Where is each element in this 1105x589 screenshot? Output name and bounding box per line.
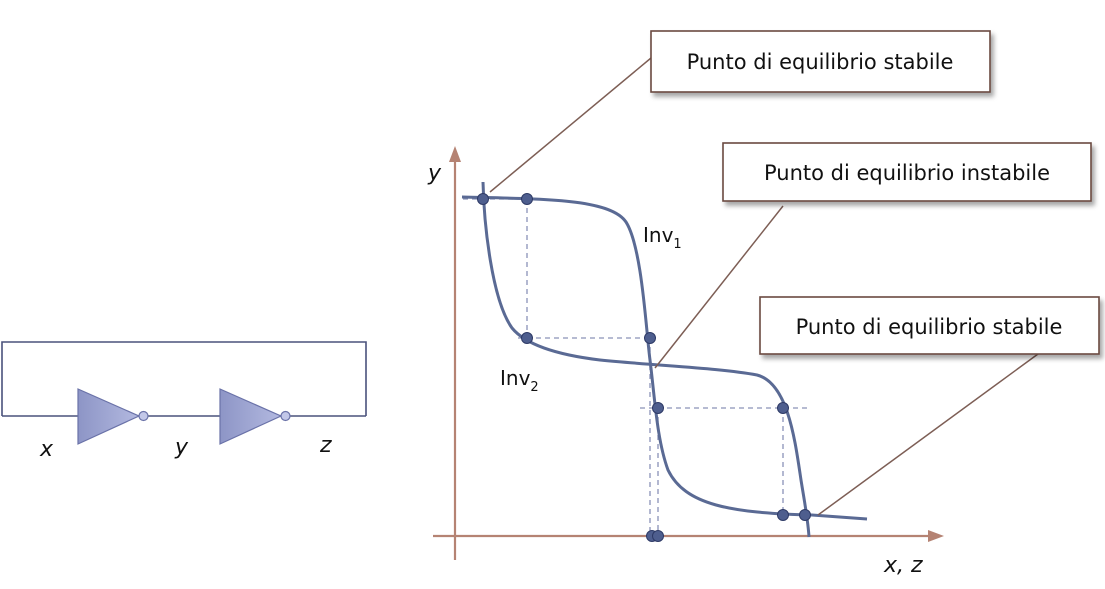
curve-label-inv1: Inv1 bbox=[643, 223, 682, 252]
signal-label-z: z bbox=[319, 433, 332, 458]
y-axis-arrow bbox=[449, 146, 461, 162]
signal-label-x: x bbox=[39, 437, 54, 462]
curve-label-inv2: Inv2 bbox=[500, 366, 539, 395]
curve-inv2 bbox=[481, 181, 811, 538]
transfer-characteristic-plot: y x, z bbox=[427, 146, 944, 578]
callout-stable-top-text: Punto di equilibrio stabile bbox=[687, 50, 954, 74]
x-axis-label: x, z bbox=[883, 553, 923, 578]
plot-axes: y x, z bbox=[427, 146, 944, 578]
inverter-loop-circuit: x y z bbox=[1, 341, 367, 462]
callout-stable-top: Punto di equilibrio stabile bbox=[650, 30, 991, 93]
x-axis-arrow bbox=[928, 530, 944, 542]
signal-label-y: y bbox=[174, 435, 189, 460]
leader-line-unstable bbox=[654, 205, 784, 369]
inverter-gate-2 bbox=[219, 388, 291, 445]
callout-stable-bottom-text: Punto di equilibrio stabile bbox=[796, 315, 1063, 339]
operating-points bbox=[477, 193, 811, 542]
curve-inv1 bbox=[461, 195, 868, 521]
leader-line-stable-top bbox=[489, 57, 652, 193]
callout-unstable: Punto di equilibrio instabile bbox=[722, 142, 1092, 202]
callout-unstable-text: Punto di equilibrio instabile bbox=[764, 161, 1050, 185]
callout-stable-bottom: Punto di equilibrio stabile bbox=[759, 296, 1100, 355]
inverter-gate-1 bbox=[77, 388, 149, 445]
callouts: Punto di equilibrio stabile Punto di equ… bbox=[489, 30, 1100, 516]
feedback-wire bbox=[1, 341, 367, 416]
leader-line-stable-bottom bbox=[817, 353, 1039, 516]
y-axis-label: y bbox=[427, 161, 442, 186]
